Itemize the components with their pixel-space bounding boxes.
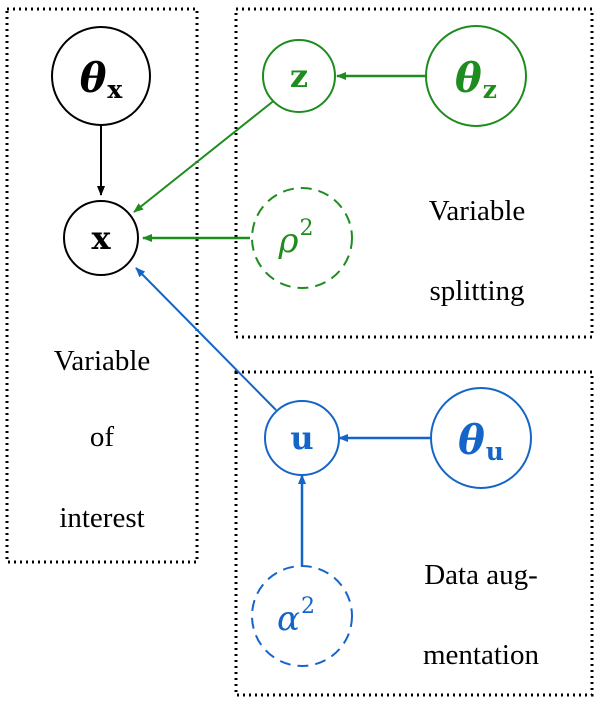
- splitting-caption-line-1: Variable: [429, 195, 526, 227]
- u-label: u: [290, 419, 313, 457]
- theta-u-subscript: u: [486, 437, 504, 466]
- x-label: x: [91, 219, 111, 257]
- node-theta-u: θu: [430, 387, 532, 489]
- alpha-superscript: 2: [301, 594, 315, 619]
- interest-caption-line-1: Variable: [54, 345, 151, 377]
- interest-caption-line-2: of: [90, 421, 115, 453]
- augmentation-box: [234, 370, 594, 697]
- rho-symbol: ρ: [278, 221, 299, 261]
- edge-u-to-x: [135, 267, 277, 411]
- theta-z-symbol: θ: [455, 55, 482, 102]
- node-rho-squared: ρ2: [251, 187, 353, 289]
- rho-superscript: 2: [300, 216, 314, 241]
- augmentation-caption-line-1: Data aug-: [424, 559, 538, 591]
- node-alpha-squared: α2: [251, 565, 353, 667]
- theta-x-subscript: x: [107, 75, 123, 104]
- augmentation-caption-line-2: mentation: [423, 639, 539, 671]
- interest-caption-line-3: interest: [59, 502, 144, 534]
- node-theta-x: θx: [51, 26, 151, 126]
- edge-z-to-x: [133, 98, 277, 213]
- node-theta-z: θz: [425, 25, 527, 127]
- theta-x-symbol: θ: [80, 55, 107, 102]
- node-u: u: [264, 400, 340, 476]
- svg-text:θu: θu: [458, 417, 504, 466]
- theta-z-subscript: z: [483, 75, 497, 104]
- z-label: z: [290, 57, 308, 95]
- node-x: x: [63, 200, 139, 276]
- alpha-symbol: α: [277, 599, 300, 639]
- node-z: z: [262, 39, 336, 113]
- svg-text:α2: α2: [277, 594, 315, 639]
- svg-text:θz: θz: [455, 55, 497, 104]
- svg-text:θx: θx: [80, 55, 124, 104]
- splitting-caption-line-2: splitting: [429, 275, 524, 307]
- svg-text:ρ2: ρ2: [278, 216, 314, 261]
- theta-u-symbol: θ: [458, 417, 485, 464]
